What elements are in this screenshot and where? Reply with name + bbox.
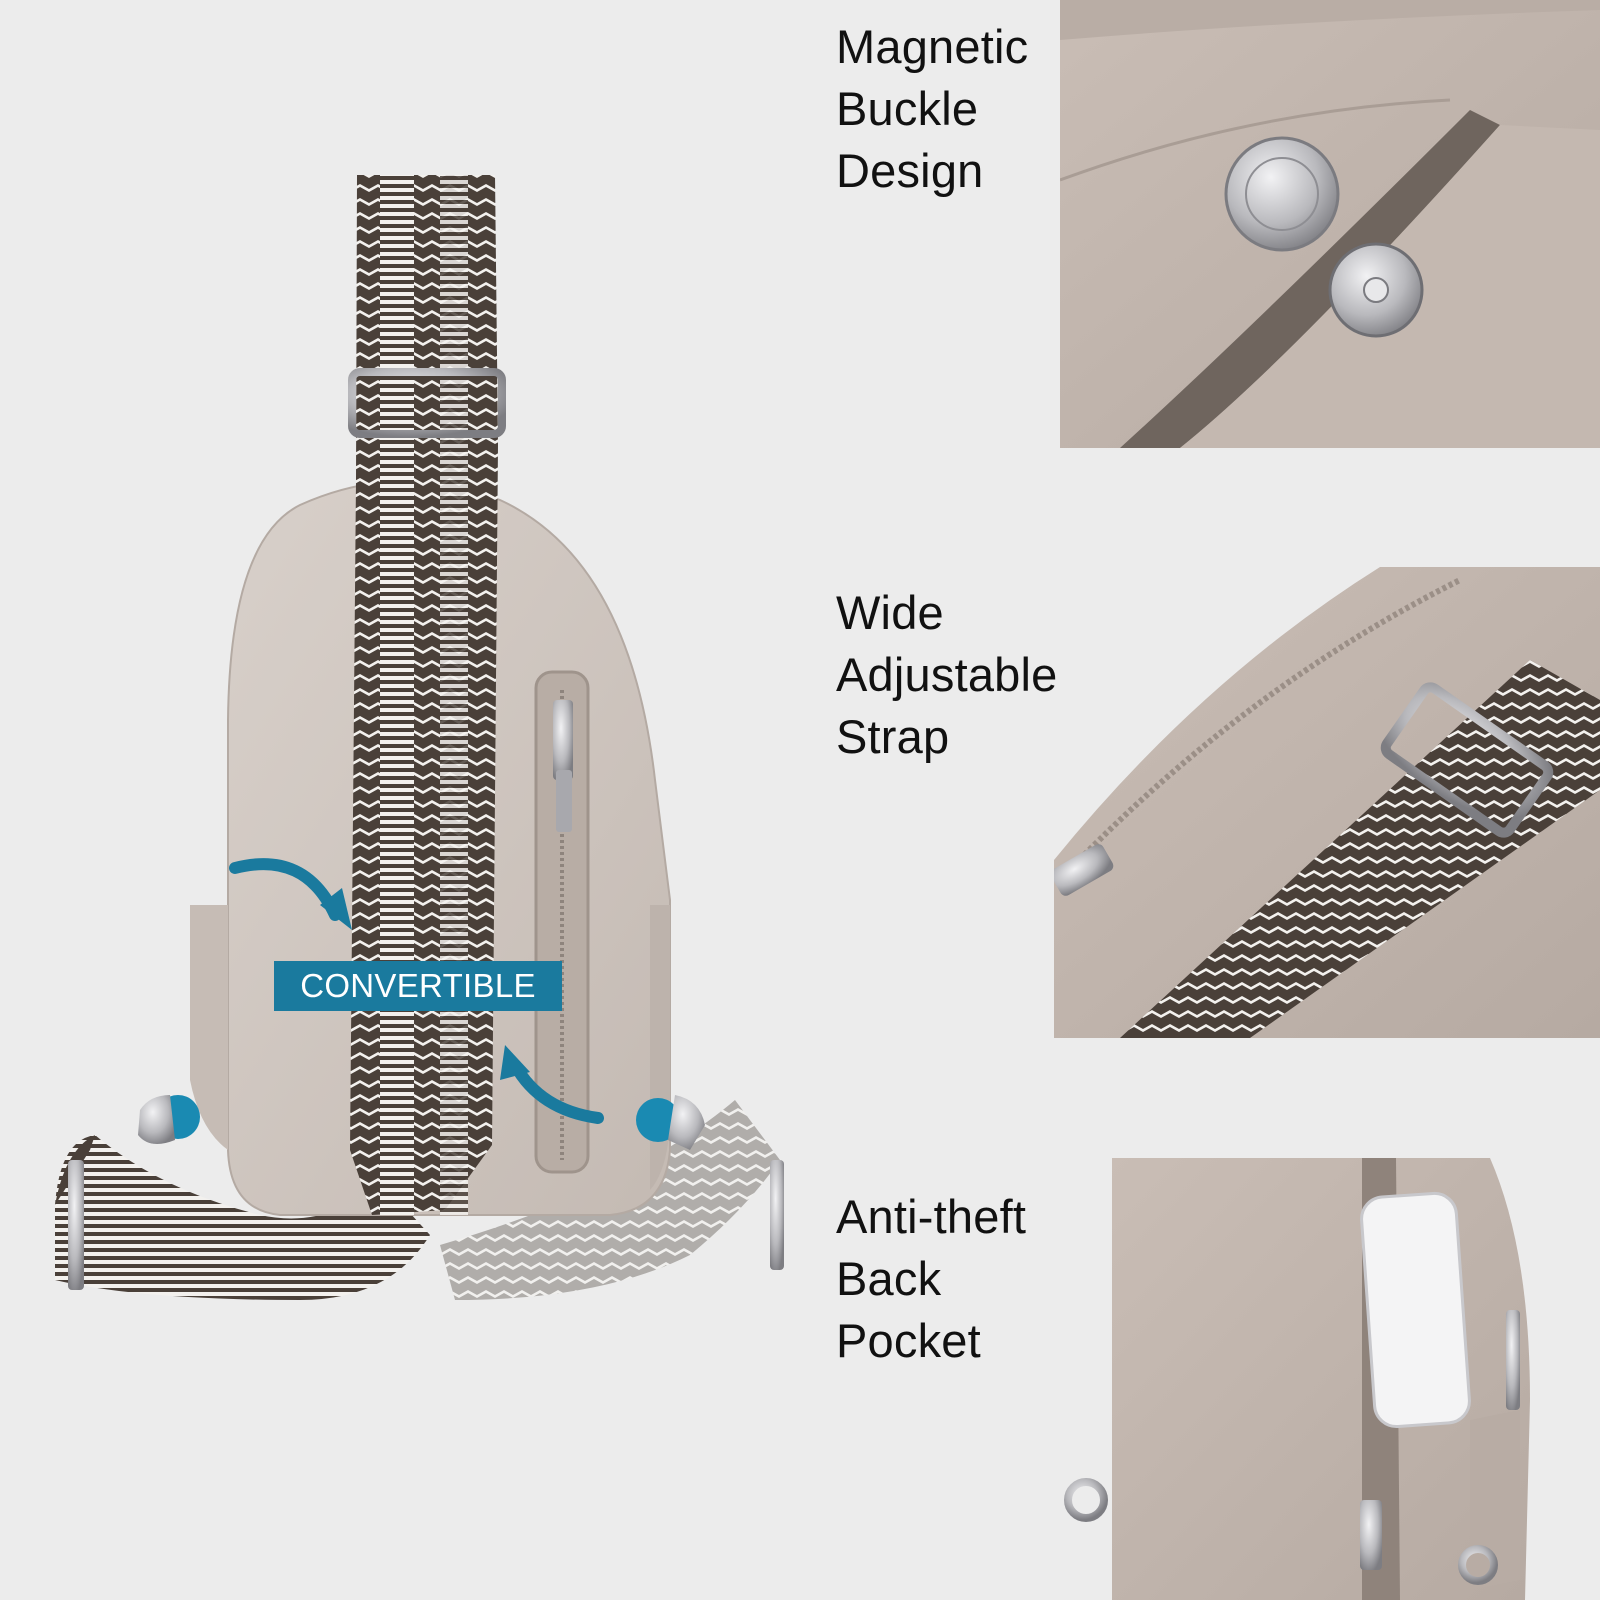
feature-label-back-pocket: Anti-theft Back Pocket (836, 1186, 1026, 1372)
feature-line: Adjustable (836, 648, 1058, 701)
feature-line: Anti-theft (836, 1190, 1027, 1243)
feature-line: Strap (836, 710, 950, 763)
main-bag-image (55, 175, 784, 1300)
feature-line: Buckle (836, 82, 979, 135)
feature-line: Design (836, 144, 984, 197)
feature-line: Back (836, 1252, 942, 1305)
feature-line: Pocket (836, 1314, 981, 1367)
magnetic-buckle-detail-image (1060, 0, 1600, 448)
feature-line: Wide (836, 586, 944, 639)
feature-label-adjustable-strap: Wide Adjustable Strap (836, 582, 1058, 768)
convertible-badge: CONVERTIBLE (274, 961, 562, 1011)
feature-label-magnetic-buckle: Magnetic Buckle Design (836, 16, 1028, 202)
back-pocket-detail-image (1056, 1158, 1600, 1600)
feature-line: Magnetic (836, 20, 1029, 73)
adjustable-strap-detail-image (1054, 567, 1600, 1038)
